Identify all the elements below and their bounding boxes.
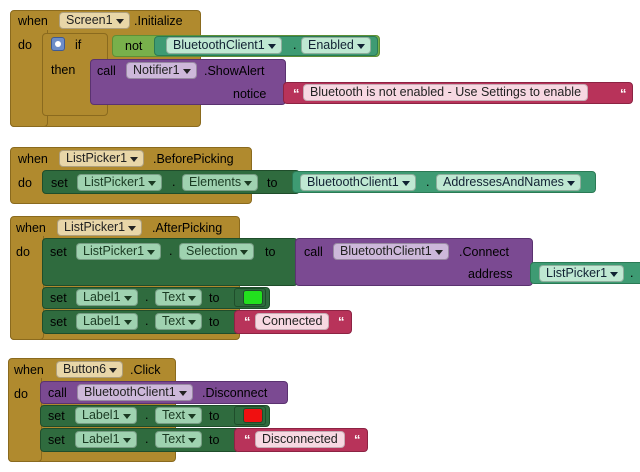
if-label: if	[75, 38, 82, 52]
initialize-label: .Initialize	[134, 14, 183, 28]
set-label: set	[48, 433, 65, 447]
quote-open-icon: “	[293, 86, 300, 101]
when-label: when	[18, 14, 48, 28]
bluetoothclient1-dropdown[interactable]: BluetoothClient1	[333, 243, 449, 260]
quote-open-icon: “	[244, 432, 251, 447]
not-label: not	[125, 39, 143, 53]
dot-label: .	[145, 290, 149, 304]
to-label: to	[209, 315, 220, 329]
address-label: address	[468, 267, 513, 281]
set-label1-text-connected[interactable]	[42, 310, 242, 334]
text-dropdown[interactable]: Text	[155, 289, 202, 306]
notifier1-dropdown[interactable]: Notifier1	[126, 62, 197, 79]
connect-label: .Connect	[459, 245, 510, 259]
dot-label: .	[630, 266, 634, 280]
to-label: to	[209, 433, 220, 447]
beforepicking-label: .BeforePicking	[153, 152, 234, 166]
enabled-dropdown[interactable]: Enabled	[301, 37, 371, 54]
to-label: to	[267, 176, 278, 190]
bluetoothclient1-dropdown[interactable]: BluetoothClient1	[77, 384, 193, 401]
listpicker1-dropdown[interactable]: ListPicker1	[59, 150, 145, 167]
dot-label: .	[169, 244, 173, 258]
screen1-dropdown[interactable]: Screen1	[59, 12, 130, 29]
dot-label: .	[293, 38, 297, 52]
bluetoothclient1-dropdown[interactable]: BluetoothClient1	[300, 174, 416, 191]
red-color-value[interactable]	[243, 408, 263, 423]
click-label: .Click	[130, 363, 161, 377]
listpicker1-dropdown[interactable]: ListPicker1	[77, 174, 163, 191]
connected-text-value[interactable]: Connected	[255, 313, 330, 330]
text-dropdown[interactable]: Text	[155, 431, 202, 448]
dot-label: .	[426, 175, 430, 189]
label1-dropdown[interactable]: Label1	[75, 431, 137, 448]
set-label: set	[50, 291, 67, 305]
call-label: call	[97, 64, 116, 78]
showalert-label: .ShowAlert	[204, 64, 265, 78]
notice-label: notice	[233, 87, 267, 101]
disconnect-label: .Disconnect	[202, 386, 268, 400]
quote-open-icon: “	[244, 314, 251, 329]
afterpicking-label: .AfterPicking	[152, 221, 223, 235]
call-label: call	[304, 245, 323, 259]
quote-close-icon: “	[354, 432, 361, 447]
listpicker1-dropdown[interactable]: ListPicker1	[76, 243, 162, 260]
label1-dropdown[interactable]: Label1	[76, 289, 138, 306]
dot-label: .	[145, 408, 149, 422]
when-label: when	[16, 221, 46, 235]
do-label: do	[14, 387, 28, 401]
set-label1-text-disconnected[interactable]	[40, 428, 240, 452]
quote-close-icon: “	[620, 86, 627, 101]
text-dropdown[interactable]: Text	[155, 407, 202, 424]
text-dropdown[interactable]: Text	[155, 313, 202, 330]
set-label: set	[50, 315, 67, 329]
dot-label: .	[172, 175, 176, 189]
bluetoothclient1-dropdown[interactable]: BluetoothClient1	[166, 37, 282, 54]
disconnected-text-value[interactable]: Disconnected	[255, 431, 345, 448]
button6-dropdown[interactable]: Button6	[56, 361, 124, 378]
listpicker1-dropdown[interactable]: ListPicker1	[57, 219, 143, 236]
set-label: set	[48, 409, 65, 423]
do-label: do	[18, 38, 32, 52]
when-label: when	[14, 363, 44, 377]
selection-dropdown[interactable]: Selection	[179, 243, 255, 260]
dot-label: .	[145, 432, 149, 446]
when-label: when	[18, 152, 48, 166]
elements-dropdown[interactable]: Elements	[182, 174, 259, 191]
set-label: set	[50, 245, 67, 259]
to-label: to	[209, 409, 220, 423]
do-label: do	[16, 245, 30, 259]
to-label: to	[265, 245, 276, 259]
listpicker1-dropdown[interactable]: ListPicker1	[539, 265, 625, 282]
set-label: set	[51, 176, 68, 190]
label1-dropdown[interactable]: Label1	[76, 313, 138, 330]
notice-text-value[interactable]: Bluetooth is not enabled - Use Settings …	[303, 84, 589, 101]
do-label: do	[18, 176, 32, 190]
to-label: to	[209, 291, 220, 305]
mutator-gear-icon[interactable]	[51, 37, 65, 51]
then-label: then	[51, 63, 76, 77]
label1-dropdown[interactable]: Label1	[75, 407, 137, 424]
green-color-value[interactable]	[243, 290, 263, 305]
call-label: call	[48, 386, 67, 400]
quote-close-icon: “	[338, 314, 345, 329]
addressesandnames-dropdown[interactable]: AddressesAndNames	[436, 174, 581, 191]
dot-label: .	[145, 314, 149, 328]
